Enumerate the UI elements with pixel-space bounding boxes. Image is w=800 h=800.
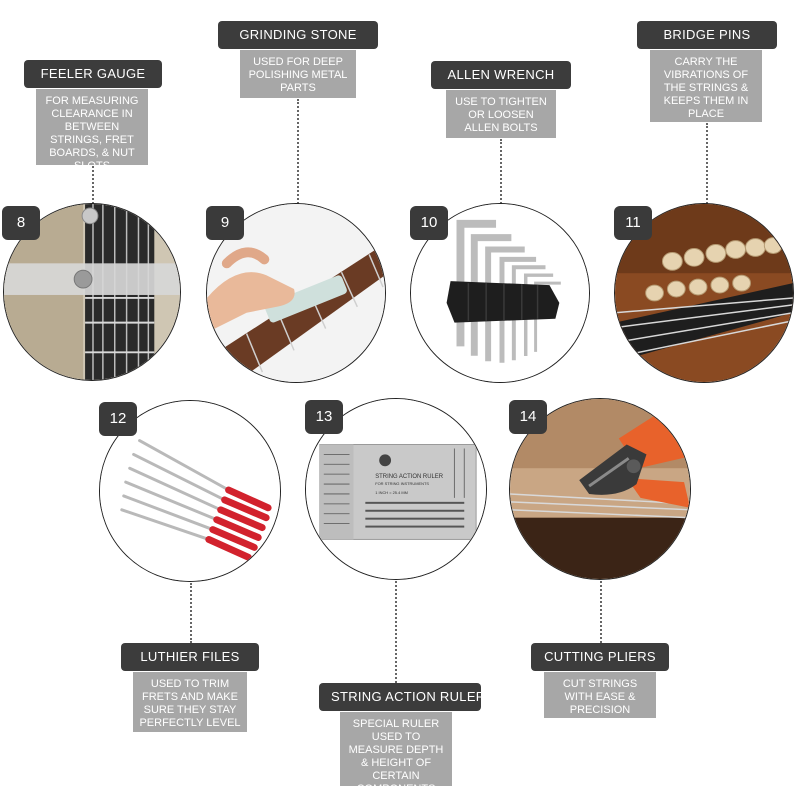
tool-description: FOR MEASURING CLEARANCE IN BETWEEN STRIN… xyxy=(36,89,148,172)
connector-line xyxy=(92,166,94,204)
step-number-badge: 8 xyxy=(2,206,40,240)
tool-title: ALLEN WRENCH xyxy=(431,61,571,89)
tool-description: USE TO TIGHTEN OR LOOSEN ALLEN BOLTS xyxy=(446,90,556,138)
tool-description: USED FOR DEEP POLISHING METAL PARTS xyxy=(240,50,356,98)
connector-line xyxy=(706,123,708,204)
connector-line xyxy=(600,581,602,643)
tool-description: SPECIAL RULER USED TO MEASURE DEPTH & HE… xyxy=(340,712,452,795)
tool-description: CARRY THE VIBRATIONS OF THE STRINGS & KE… xyxy=(650,50,762,122)
step-number-badge: 14 xyxy=(509,400,547,434)
tool-title: STRING ACTION RULER xyxy=(319,683,485,711)
step-number-badge: 9 xyxy=(206,206,244,240)
tool-description: USED TO TRIM FRETS AND MAKE SURE THEY ST… xyxy=(133,672,247,732)
step-number-badge: 10 xyxy=(410,206,448,240)
tool-title: FEELER GAUGE xyxy=(24,60,162,88)
connector-line xyxy=(297,99,299,204)
ruler-subtitle: FOR STRING INSTRUMENTS xyxy=(375,481,429,486)
tool-title: LUTHIER FILES xyxy=(121,643,259,671)
connector-line xyxy=(395,581,397,683)
step-number-badge: 11 xyxy=(614,206,652,240)
tool-title: GRINDING STONE xyxy=(218,21,378,49)
connector-line xyxy=(190,583,192,643)
step-number-badge: 13 xyxy=(305,400,343,434)
step-number-badge: 12 xyxy=(99,402,137,436)
connector-line xyxy=(500,139,502,204)
ruler-title: STRING ACTION RULER xyxy=(375,474,443,480)
tool-title: CUTTING PLIERS xyxy=(531,643,669,671)
tool-description: CUT STRINGS WITH EASE & PRECISION xyxy=(544,672,656,718)
ruler-scale: 1 INCH = 25.4 MM xyxy=(375,490,408,495)
tool-title: BRIDGE PINS xyxy=(637,21,777,49)
